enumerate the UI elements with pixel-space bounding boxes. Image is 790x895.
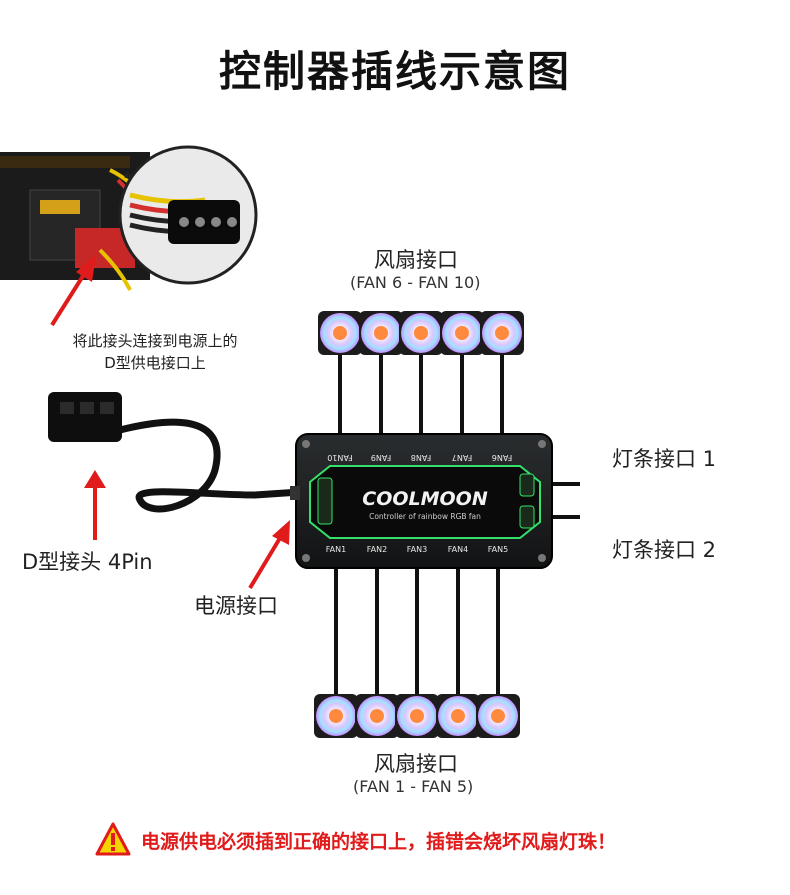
port-label: FAN10 xyxy=(327,453,353,462)
fan-icon xyxy=(318,311,362,355)
warning-banner: 电源供电必须插到正确的接口上，插错会烧坏风扇灯珠！ xyxy=(95,820,616,860)
port-label: FAN5 xyxy=(488,545,508,554)
warning-text: 电源供电必须插到正确的接口上，插错会烧坏风扇灯珠！ xyxy=(141,830,617,853)
top-fan-range: (FAN 6 - FAN 10) xyxy=(350,273,481,292)
warning-triangle-icon xyxy=(95,822,131,856)
fan-icon xyxy=(476,694,520,738)
power-port-arrow xyxy=(248,520,290,590)
port-label: FAN4 xyxy=(448,545,468,554)
psu-note-line-2: D型供电接口上 xyxy=(104,354,206,372)
bottom-fan-row xyxy=(314,694,520,738)
strip-port-2-label: 灯条接口 2 xyxy=(612,538,717,562)
port-label: FAN8 xyxy=(411,453,431,462)
fan-icon xyxy=(436,694,480,738)
top-fan-interface-label: 风扇接口 xyxy=(374,248,458,272)
port-label: FAN9 xyxy=(371,453,391,462)
page-title: 控制器插线示意图 xyxy=(218,47,571,96)
port-label: FAN7 xyxy=(452,453,472,462)
d-plug-label: D型接头 4Pin xyxy=(22,550,153,574)
top-fan-row xyxy=(318,311,524,355)
fan-icon xyxy=(355,694,399,738)
port-label: FAN2 xyxy=(367,545,387,554)
port-label: FAN6 xyxy=(492,453,512,462)
fan-cables xyxy=(334,350,504,700)
fan-icon xyxy=(440,311,484,355)
bottom-fan-range: (FAN 1 - FAN 5) xyxy=(353,777,474,796)
psu-arrow xyxy=(50,255,96,327)
fan-icon xyxy=(399,311,443,355)
d-plug-arrow xyxy=(84,470,106,540)
port-label: FAN1 xyxy=(326,545,346,554)
fan-icon xyxy=(395,694,439,738)
d-plug-cable xyxy=(48,392,301,513)
bottom-fan-interface-label: 风扇接口 xyxy=(374,752,458,776)
controller-tagline: Controller of rainbow RGB fan xyxy=(369,512,481,521)
fan-icon xyxy=(480,311,524,355)
led-strips xyxy=(552,482,748,519)
psu-note: 将此接头连接到电源上的 D型供电接口上 xyxy=(20,330,290,374)
fan-icon xyxy=(359,311,403,355)
strip-port-1-label: 灯条接口 1 xyxy=(612,447,717,471)
controller-brand: COOLMOON xyxy=(362,488,488,510)
power-supply-unit xyxy=(0,145,258,291)
power-port-label: 电源接口 xyxy=(194,594,278,618)
port-label: FAN3 xyxy=(407,545,427,554)
controller-bottom-ports: FAN1 FAN2 FAN3 FAN4 FAN5 xyxy=(326,545,508,554)
psu-note-line-1: 将此接头连接到电源上的 xyxy=(72,332,238,350)
fan-icon xyxy=(314,694,358,738)
controller-top-ports: FAN10 FAN9 FAN8 FAN7 FAN6 xyxy=(327,453,512,462)
controller-box: COOLMOON Controller of rainbow RGB fan xyxy=(290,433,553,569)
